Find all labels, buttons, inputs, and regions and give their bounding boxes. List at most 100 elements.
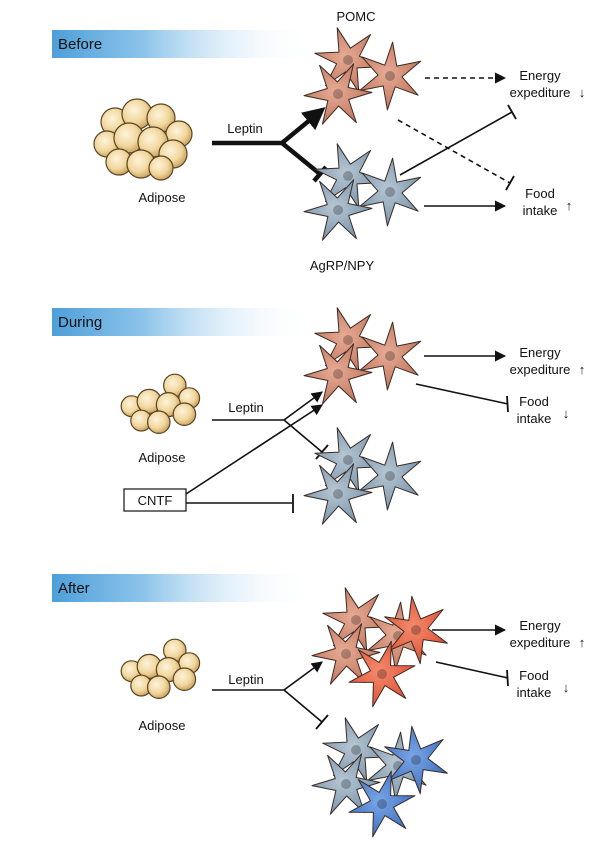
leptin-inhibition-line <box>283 689 323 723</box>
fat-cell <box>147 410 171 435</box>
panel-before: Before Adipose Leptin POMC AgRP/NPY Ener… <box>52 9 585 273</box>
inhibition-bar <box>315 714 329 730</box>
leptin-inhibition-line <box>283 419 323 453</box>
adipose-label: Adipose <box>139 718 186 733</box>
leptin-activation-arrow <box>283 391 323 421</box>
pomc-neurons <box>311 587 448 708</box>
agrp-neuron <box>384 725 448 795</box>
pomc-label: POMC <box>337 9 376 24</box>
pomc-food-inhibition-line <box>415 383 509 405</box>
up-arrow-icon: ↑ <box>579 635 586 650</box>
neuron-nucleus <box>411 625 421 635</box>
food-label: Food <box>519 668 549 683</box>
food-label: Food <box>519 394 549 409</box>
agrp-neurons <box>311 717 448 838</box>
intake-label: intake <box>517 411 552 426</box>
agrp-neuron <box>358 157 422 227</box>
phase-banner <box>52 30 312 58</box>
leptin-activation-arrow <box>280 107 326 145</box>
intake-label: intake <box>517 685 552 700</box>
pomc-neuron <box>358 321 422 391</box>
phase-label: After <box>58 580 90 597</box>
neuron-nucleus <box>333 369 343 379</box>
neuron-nucleus <box>411 755 421 765</box>
cntf-box <box>123 488 187 512</box>
panel-during: During Adipose Leptin CNTF Energy expedi… <box>52 307 586 525</box>
food-label: Food <box>525 186 555 201</box>
agrp-neuron <box>303 463 373 525</box>
energy-label: Energy <box>519 345 561 360</box>
neuron-nucleus <box>333 205 343 215</box>
inhibition-bar <box>506 395 509 413</box>
neuron-nucleus <box>341 649 351 659</box>
pomc-neuron <box>303 343 373 405</box>
pomc-food-inhibition-line <box>435 661 509 679</box>
down-arrow-icon: ↓ <box>579 85 586 100</box>
neuron-nucleus <box>385 471 395 481</box>
cntf-label: CNTF <box>138 493 173 508</box>
neuron-nucleus <box>351 745 361 755</box>
adipose-cluster <box>120 373 201 435</box>
neuron-nucleus <box>341 779 351 789</box>
pomc-neuron <box>358 41 422 111</box>
leptin-label: Leptin <box>228 400 263 415</box>
neuron-nucleus <box>351 615 361 625</box>
leptin-label: Leptin <box>228 672 263 687</box>
phase-label: During <box>58 314 102 331</box>
pomc-neuron <box>348 640 416 708</box>
fat-cell <box>148 155 174 181</box>
inhibition-bar <box>506 669 509 687</box>
up-arrow-icon: ↑ <box>579 362 586 377</box>
phase-banner <box>52 308 312 336</box>
fat-cell <box>172 402 197 426</box>
agrp-neurons <box>303 143 422 241</box>
leptin-inhibition-line <box>280 141 322 176</box>
cntf-activation-arrow <box>185 404 323 495</box>
neuron-nucleus <box>343 335 353 345</box>
pomc-food-inhibition-line <box>397 119 511 184</box>
neuron-nucleus <box>333 489 343 499</box>
phase-label: Before <box>58 36 102 53</box>
agrp-neuron <box>348 770 416 838</box>
down-arrow-icon: ↓ <box>563 680 570 695</box>
panel-after: After Adipose Leptin Energy expediture ↑… <box>52 574 586 838</box>
neuron-nucleus <box>333 89 343 99</box>
neuron-nucleus <box>343 171 353 181</box>
leptin-label: Leptin <box>227 121 262 136</box>
agrp-neuron <box>311 753 381 815</box>
fat-cell <box>147 675 171 700</box>
neuron-nucleus <box>343 455 353 465</box>
energy-label: Energy <box>519 618 561 633</box>
inhibition-bar <box>505 175 515 191</box>
neuron-nucleus <box>385 71 395 81</box>
intake-label: intake <box>523 203 558 218</box>
adipose-label: Adipose <box>139 450 186 465</box>
pomc-neuron <box>384 595 448 665</box>
inhibition-bar <box>507 104 517 120</box>
neuron-nucleus <box>377 799 387 809</box>
adipose-label: Adipose <box>139 190 186 205</box>
fat-cell <box>172 667 197 691</box>
up-arrow-icon: ↑ <box>566 198 573 213</box>
neuron-nucleus <box>377 669 387 679</box>
agrp-neuron <box>303 179 373 241</box>
agrp-neurons <box>303 427 422 525</box>
leptin-activation-arrow <box>283 661 323 691</box>
agrp-label: AgRP/NPY <box>310 258 375 273</box>
neuron-nucleus <box>343 55 353 65</box>
pomc-neurons <box>303 307 422 405</box>
phase-banner <box>52 574 312 602</box>
pomc-neuron <box>303 63 373 125</box>
agrp-neuron <box>358 441 422 511</box>
expenditure-label: expediture <box>510 362 571 377</box>
pomc-neurons <box>303 27 422 125</box>
inhibition-bar <box>315 444 329 460</box>
pomc-neuron <box>311 623 381 685</box>
agrp-energy-inhibition-line <box>399 111 513 176</box>
energy-label: Energy <box>519 68 561 83</box>
adipose-cluster <box>93 98 193 181</box>
expenditure-label: expediture <box>510 85 571 100</box>
neuron-nucleus <box>385 187 395 197</box>
expenditure-label: expediture <box>510 635 571 650</box>
